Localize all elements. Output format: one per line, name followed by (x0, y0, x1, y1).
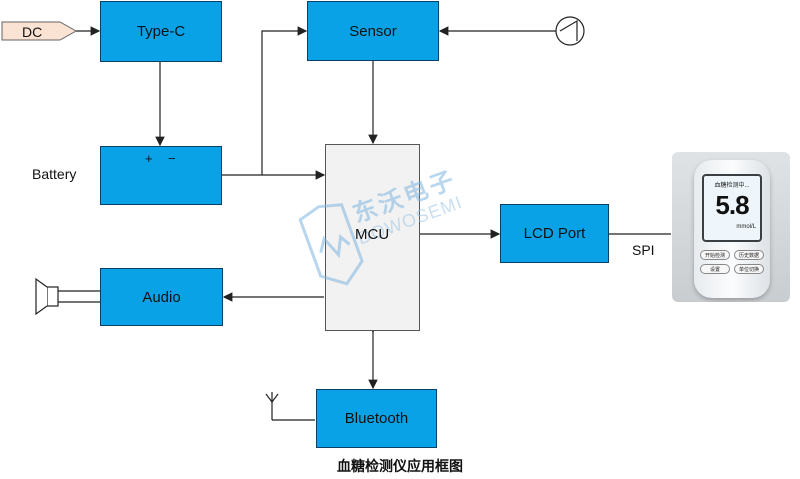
battery-label: Battery (32, 166, 77, 182)
bluetooth-block: Bluetooth (316, 389, 437, 448)
battery-plus-label: + (145, 151, 153, 166)
meter-screen-title: 血糖检测中... (714, 183, 750, 189)
battery-block (100, 146, 222, 205)
wire-battery-sensor (261, 26, 308, 175)
meter-screen: 血糖检测中... 5.8 mmol/L (702, 174, 762, 242)
glucose-meter-photo: 血糖检测中... 5.8 mmol/L 开始检测 历史数据 设置 单位切换 (672, 152, 790, 302)
speaker-icon (35, 277, 59, 316)
meter-button-settings: 设置 (700, 264, 730, 274)
dc-input-tag (1, 21, 78, 41)
meter-button-start: 开始检测 (700, 250, 730, 260)
bluetooth-label: Bluetooth (344, 410, 409, 427)
type-c-block: Type-C (100, 1, 222, 62)
audio-block: Audio (100, 268, 223, 326)
sensor-block: Sensor (307, 1, 439, 61)
diagram-caption: 血糖检测仪应用框图 (337, 458, 463, 474)
spi-label: SPI (632, 242, 655, 258)
type-c-label: Type-C (136, 23, 186, 40)
battery-minus-label: − (168, 151, 176, 166)
dc-label: DC (22, 24, 43, 40)
glucose-probe-icon (555, 16, 585, 46)
meter-reading: 5.8 (715, 190, 749, 220)
meter-button-unit: 单位切换 (734, 264, 764, 274)
meter-button-history: 历史数据 (734, 250, 764, 260)
antenna-icon (265, 392, 315, 421)
audio-label: Audio (142, 288, 181, 306)
lcd-port-label: LCD Port (523, 225, 586, 242)
glucose-meter-body: 血糖检测中... 5.8 mmol/L 开始检测 历史数据 设置 单位切换 (694, 160, 770, 298)
sensor-label: Sensor (349, 22, 397, 40)
meter-unit: mmol/L (736, 224, 756, 230)
mcu-label: MCU (355, 226, 390, 243)
lcd-port-block: LCD Port (500, 204, 609, 263)
